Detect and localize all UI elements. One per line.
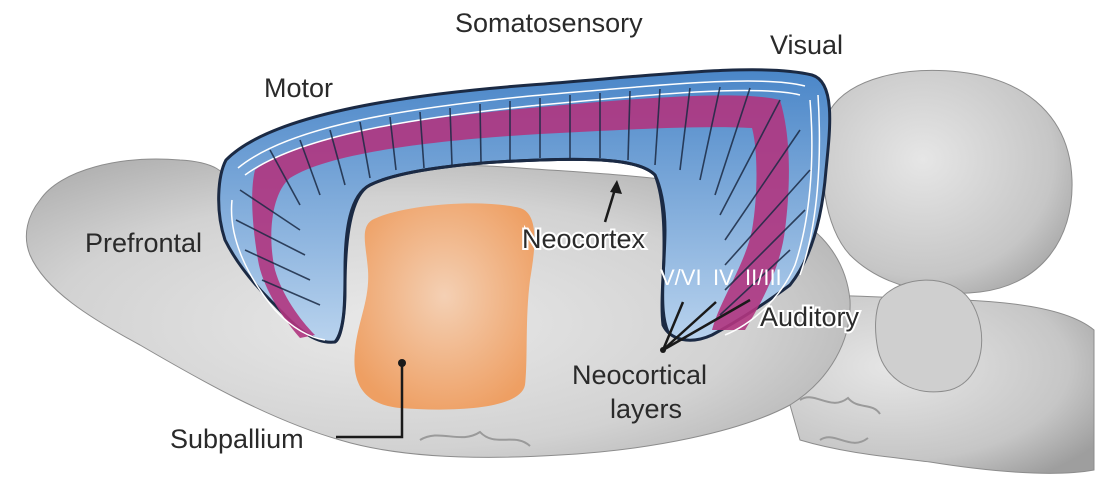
label-motor: Motor [264, 73, 333, 103]
label-neocortical-layers-line1: Neocortical [572, 360, 707, 390]
label-neocortex: Neocortex [522, 224, 646, 254]
label-layer-v-vi: V/VI [660, 265, 702, 290]
label-prefrontal: Prefrontal [85, 228, 202, 258]
label-subpallium: Subpallium [170, 424, 304, 454]
label-auditory: Auditory [760, 302, 860, 332]
subpallium-marker [398, 359, 406, 367]
label-neocortical-layers-line2: layers [610, 394, 682, 424]
label-layer-iv: IV [713, 265, 734, 290]
neocortical-layers-marker [660, 347, 666, 353]
label-layer-ii-iii: II/III [745, 265, 782, 290]
label-visual: Visual [770, 30, 843, 60]
label-somatosensory: Somatosensory [455, 8, 643, 38]
subpallium-region [354, 203, 534, 409]
